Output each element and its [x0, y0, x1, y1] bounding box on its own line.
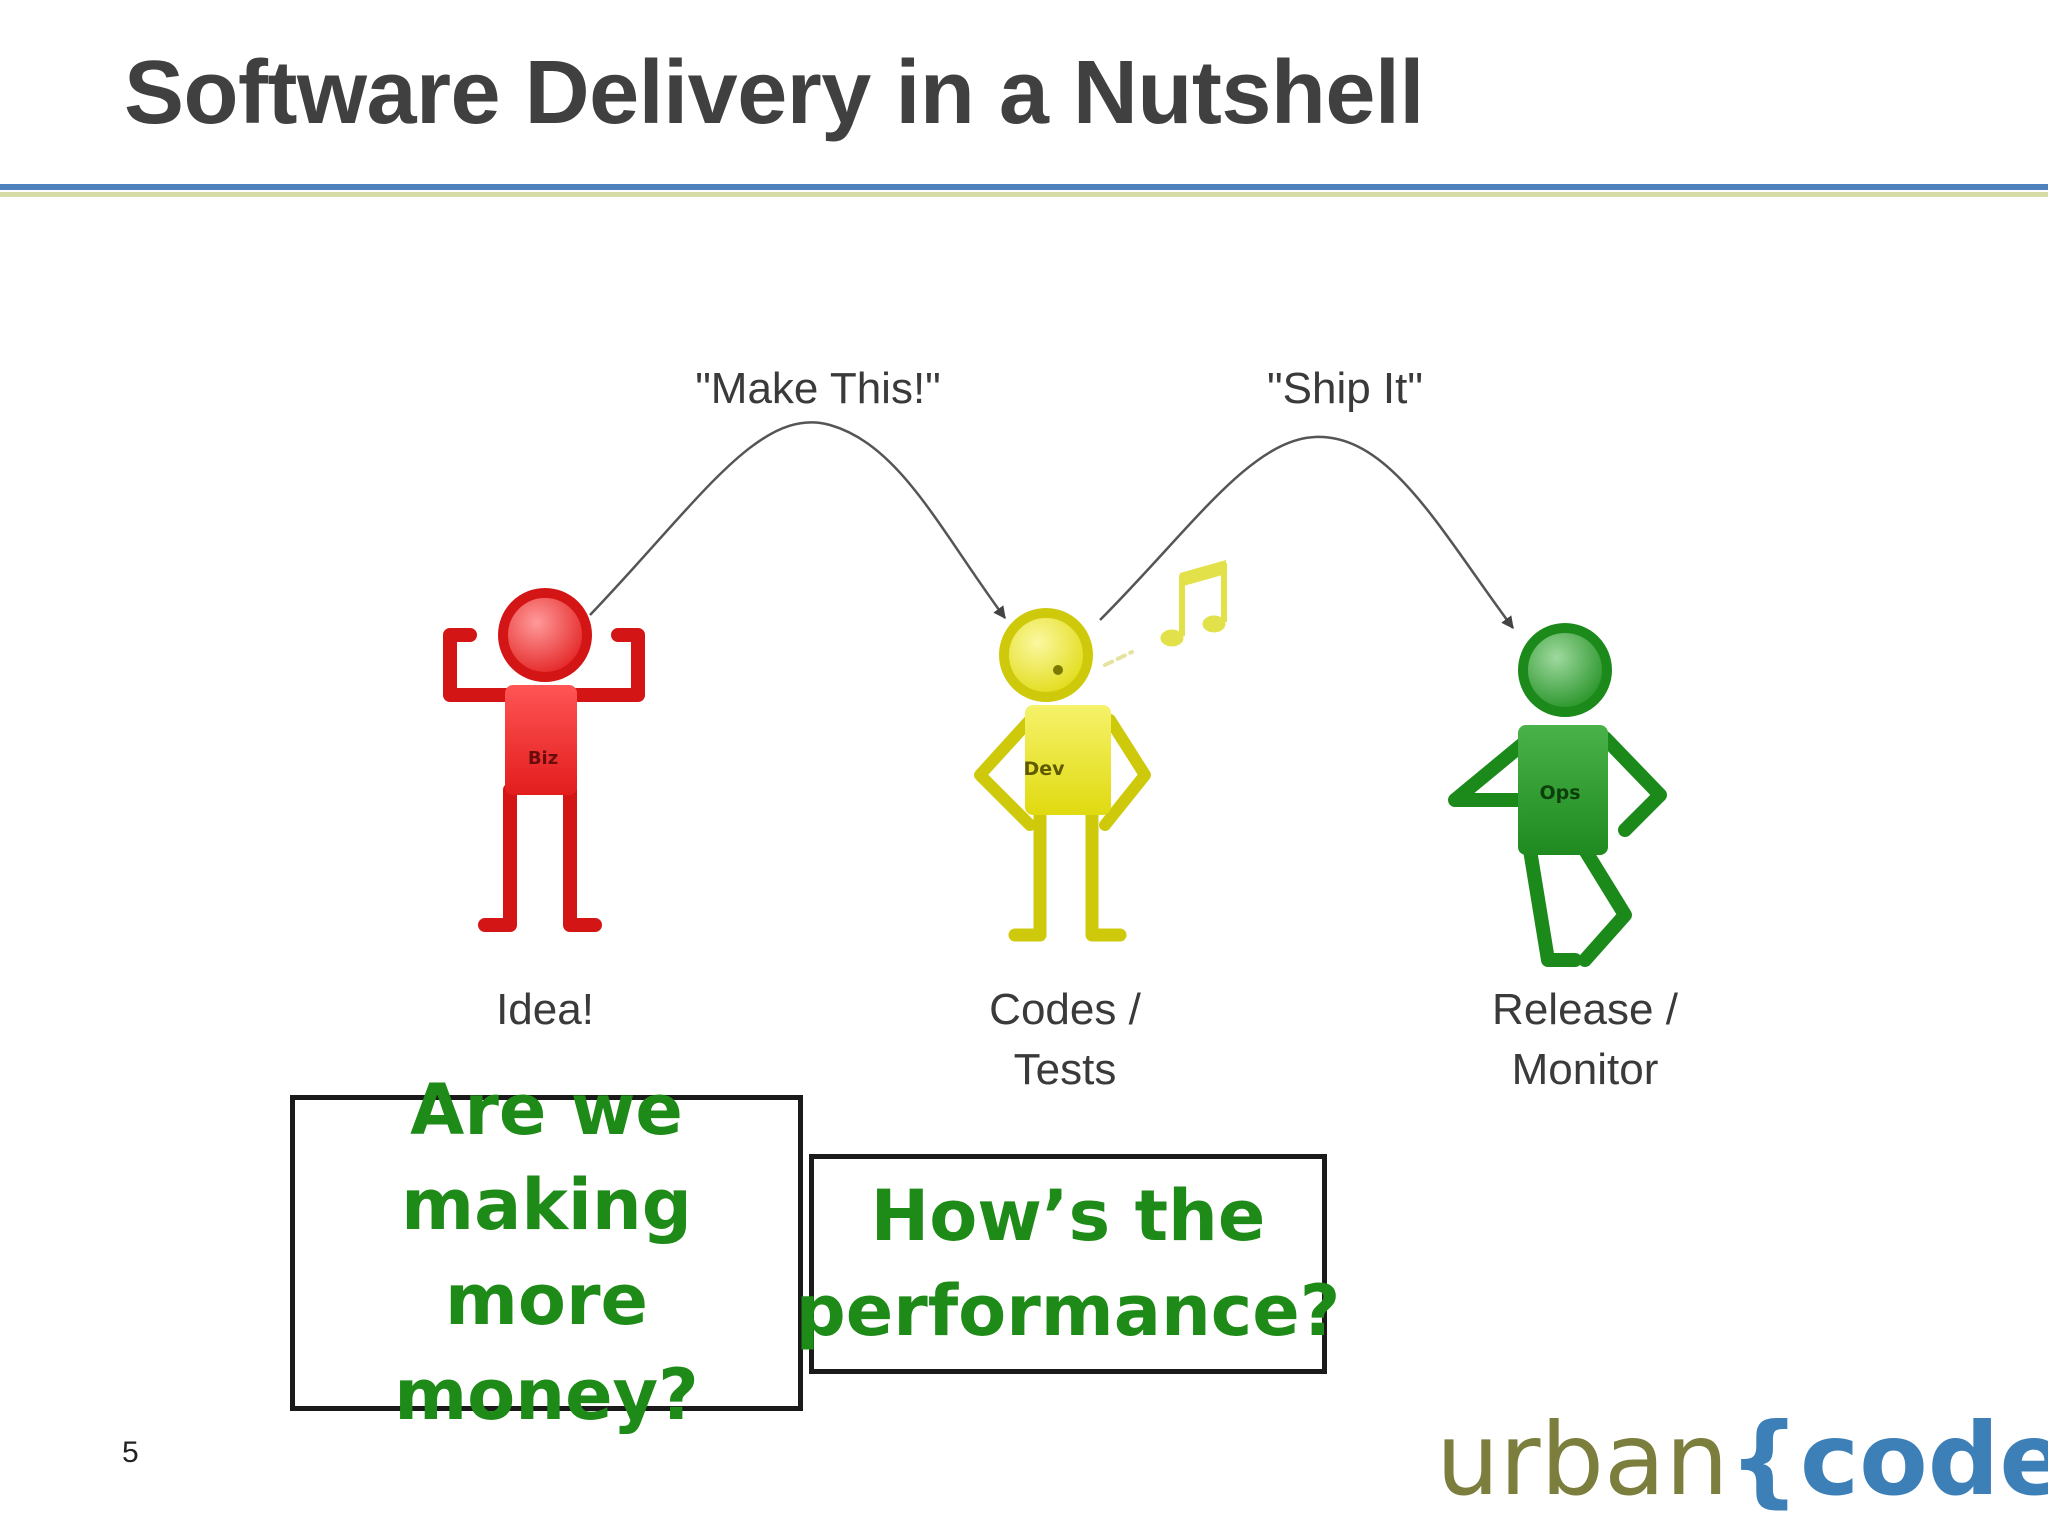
caption-release-line1: Release /	[1492, 985, 1678, 1034]
ops-figure	[1448, 623, 1667, 967]
arrow-label-make-this: "Make This!"	[695, 364, 941, 413]
title-rule-khaki	[0, 192, 2048, 197]
dev-badge: Dev	[1023, 758, 1065, 780]
caption-release-monitor: Release / Monitor	[1440, 980, 1730, 1100]
callout-performance-text: How’s the performance?	[796, 1169, 1341, 1359]
music-note-icon	[1160, 560, 1227, 647]
caption-idea-line1: Idea!	[496, 985, 594, 1034]
biz-figure	[443, 588, 645, 932]
callout-performance-line1: How’s the	[870, 1175, 1266, 1257]
slide-title: Software Delivery in a Nutshell	[124, 43, 1424, 143]
logo-urban: urban	[1436, 1401, 1729, 1518]
urbancode-logo: urban{code}	[1436, 1400, 2048, 1520]
dev-figure	[974, 608, 1151, 942]
title-rule-blue	[0, 184, 2048, 190]
callout-money: Are we making more money?	[290, 1069, 803, 1436]
delivery-diagram: "Make This!" "Ship It" Biz Dev	[443, 364, 1667, 967]
caption-codes-line2: Tests	[1013, 1045, 1117, 1094]
callout-performance: How’s the performance?	[796, 1154, 1340, 1374]
caption-codes-line1: Codes /	[989, 985, 1141, 1034]
arrow-dev-to-ops	[1099, 435, 1515, 630]
callout-money-text: Are we making more money?	[295, 1063, 798, 1443]
biz-badge: Biz	[528, 748, 558, 769]
callout-performance-line2: performance?	[795, 1270, 1341, 1352]
caption-idea: Idea!	[470, 980, 620, 1040]
logo-code: {code}	[1728, 1401, 2048, 1518]
caption-codes-tests: Codes / Tests	[940, 980, 1190, 1100]
ops-badge: Ops	[1539, 782, 1580, 804]
arrow-label-ship-it: "Ship It"	[1267, 364, 1423, 413]
callout-money-line3: money?	[394, 1354, 699, 1436]
page-number: 5	[122, 1436, 139, 1469]
callout-money-line2: making more	[401, 1164, 692, 1341]
caption-release-line2: Monitor	[1511, 1045, 1659, 1094]
callout-money-line1: Are we	[410, 1069, 683, 1151]
arrow-biz-to-dev	[589, 421, 1007, 620]
